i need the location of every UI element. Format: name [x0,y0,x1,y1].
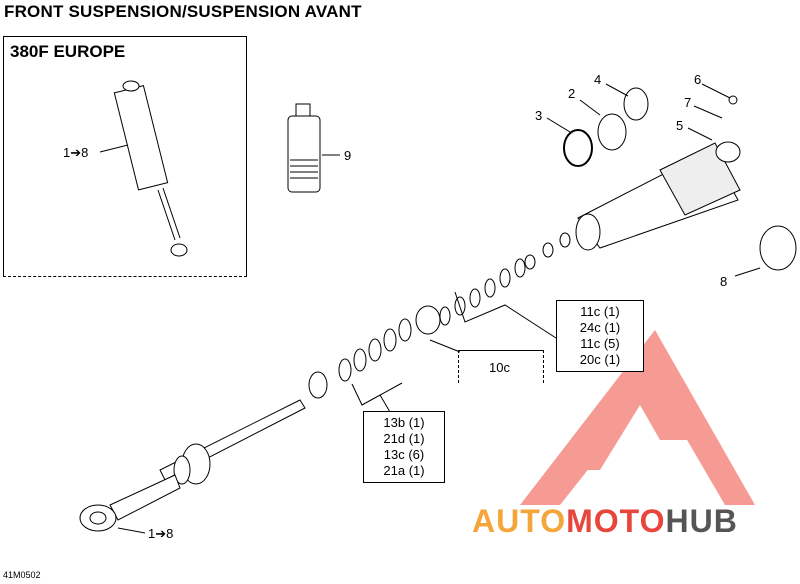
oil-bottle-drawing [287,103,340,193]
reference-box: 10c [458,350,544,383]
shaft-drawing [79,399,306,534]
parts-box-lower: 13b (1) 21d (1) 13c (6) 21a (1) [363,411,445,483]
page-title: FRONT SUSPENSION/SUSPENSION AVANT [4,2,362,21]
spring-stack-drawing [308,232,571,399]
callout-9: 9 [344,148,352,163]
figure-code: 41M0502 [3,570,41,580]
parts-box-upper-line: 20c (1) [579,352,621,367]
callout-3: 3 [535,108,543,123]
leader-lines [546,83,761,277]
inset-shock-drawing [99,80,188,257]
callout-5: 5 [676,118,684,133]
watermark-auto-text: AUTO [472,503,567,539]
callout-8: 8 [720,274,728,289]
callout-6: 6 [694,72,702,87]
parts-box-upper-line: 11c (1) [580,304,620,319]
watermark-moto-text: MOTO [566,503,666,539]
parts-box-upper: 11c (1) 24c (1) 11c (5) 20c (1) [556,300,644,372]
reference-box-label: 10c [489,360,510,375]
parts-box-upper-line: 24c (1) [579,320,621,335]
parts-box-lower-line: 21d (1) [383,431,425,446]
inset-callout-1-8: 1➔8 [63,145,89,160]
callout-2: 2 [568,86,576,101]
inset-dashed-border [3,276,247,277]
watermark-auto: AUTOMOTOHUB [472,503,738,540]
parts-box-lower-line: 13b (1) [383,415,425,430]
parts-box-lower-line: 13c (6) [383,447,425,462]
watermark-triangle [520,330,755,505]
parts-box-lower-line: 21a (1) [383,463,425,478]
parts-box-upper-line: 11c (5) [580,336,620,351]
watermark-hub-text: HUB [665,503,738,539]
callout-4: 4 [594,72,602,87]
shock-body-drawing [563,87,797,271]
inset-label: 380F EUROPE [10,42,126,61]
callout-7: 7 [684,95,692,110]
inset-panel [3,36,247,277]
callout-1-8: 1➔8 [148,526,174,541]
bracket-lines [351,291,557,413]
